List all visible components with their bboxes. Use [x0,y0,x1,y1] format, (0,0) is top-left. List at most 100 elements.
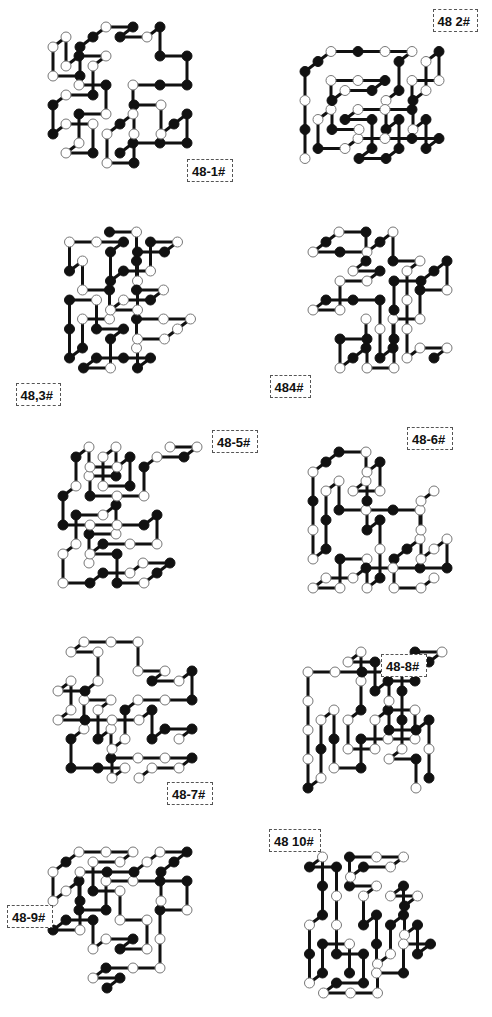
polar-bead [303,667,313,677]
panel-label-box: 48-8# [381,654,427,677]
polar-bead [421,86,431,96]
hydrophobic-bead [362,525,372,535]
polar-bead [353,134,363,144]
polar-bead [334,476,344,486]
hydrophobic-bead [106,247,116,257]
hydrophobic-bead [375,457,385,467]
polar-bead [133,666,143,676]
polar-bead [332,891,342,901]
polar-bead [362,467,372,477]
hydrophobic-bead [424,715,434,725]
hydrophobic-bead [348,295,358,305]
polar-bead [335,305,345,315]
polar-bead [359,891,369,901]
hydrophobic-bead [182,109,192,119]
hydrophobic-bead [354,154,364,164]
polar-bead [101,109,111,119]
hydrophobic-bead [48,129,58,139]
hydrophobic-bead [160,247,170,257]
hydrophobic-bead [146,237,156,247]
polar-bead [346,988,356,998]
polar-bead [93,676,103,686]
polar-bead [139,491,149,501]
polar-bead [133,305,143,315]
hydrophobic-bead [332,949,342,959]
polar-bead [410,734,420,744]
polar-bead [106,724,116,734]
hydrophobic-bead [66,763,76,773]
polar-bead [375,544,385,554]
hydrophobic-bead [88,886,98,896]
polar-bead [61,61,71,71]
hydrophobic-bead [75,71,85,81]
polar-bead [402,353,412,363]
polar-bead [105,314,115,324]
polar-bead [402,324,412,334]
hydrophobic-bead [345,881,355,891]
polar-bead [303,754,313,764]
hydrophobic-bead [58,520,68,530]
lattice-chain [305,852,436,998]
polar-bead [397,744,407,754]
hydrophobic-bead [411,725,421,735]
hydrophobic-bead [370,657,380,667]
polar-bead [174,763,184,773]
hydrophobic-bead [421,115,431,125]
polar-bead [335,363,345,373]
polar-bead [61,148,71,158]
hydrophobic-bead [66,734,76,744]
polar-bead [308,554,318,564]
polar-bead [370,744,380,754]
hydrophobic-bead [394,144,404,154]
polar-bead [381,96,391,106]
polar-bead [415,534,425,544]
polar-bead [74,847,84,857]
panel-label: 48 10# [274,834,314,850]
hydrophobic-bead [98,568,108,578]
polar-bead [142,915,152,925]
panel-label-box: 48 2# [433,9,478,32]
polar-bead [370,715,380,725]
panel-label: 48-8# [386,659,419,675]
hydrophobic-bead [335,247,345,257]
hydrophobic-bead [361,563,371,573]
polar-bead [303,725,313,735]
polar-bead [313,115,323,125]
polar-bead [102,129,112,139]
hydrophobic-bead [75,42,85,52]
polar-bead [106,695,116,705]
hydrophobic-bead [413,920,423,930]
polar-bead [361,314,371,324]
hydrophobic-bead [335,554,345,564]
chain-backbone [310,857,431,993]
polar-bead [129,129,139,139]
polar-bead [384,754,394,764]
hydrophobic-bead [155,22,165,32]
polar-bead [142,944,152,954]
hydrophobic-bead [413,949,423,959]
polar-bead [308,305,318,315]
hydrophobic-bead [408,96,418,106]
hydrophobic-bead [442,256,452,266]
polar-bead [329,705,339,715]
hydrophobic-bead [327,125,337,135]
polar-bead [112,462,122,472]
hydrophobic-bead [147,676,157,686]
hydrophobic-bead [129,100,139,110]
lattice-chain [300,47,444,164]
polar-bead [74,138,84,148]
polar-bead [375,486,385,496]
polar-bead [71,539,81,549]
polar-bead [442,343,452,353]
hydrophobic-bead [359,862,369,872]
panel-label: 48-6# [412,432,445,448]
polar-bead [354,125,364,135]
hydrophobic-bead [106,276,116,286]
hydrophobic-bead [74,876,84,886]
polar-bead [353,105,363,115]
polar-bead [402,266,412,276]
polar-bead [84,442,94,452]
polar-bead [159,314,169,324]
polar-bead [416,496,426,506]
hydrophobic-bead [415,563,425,573]
